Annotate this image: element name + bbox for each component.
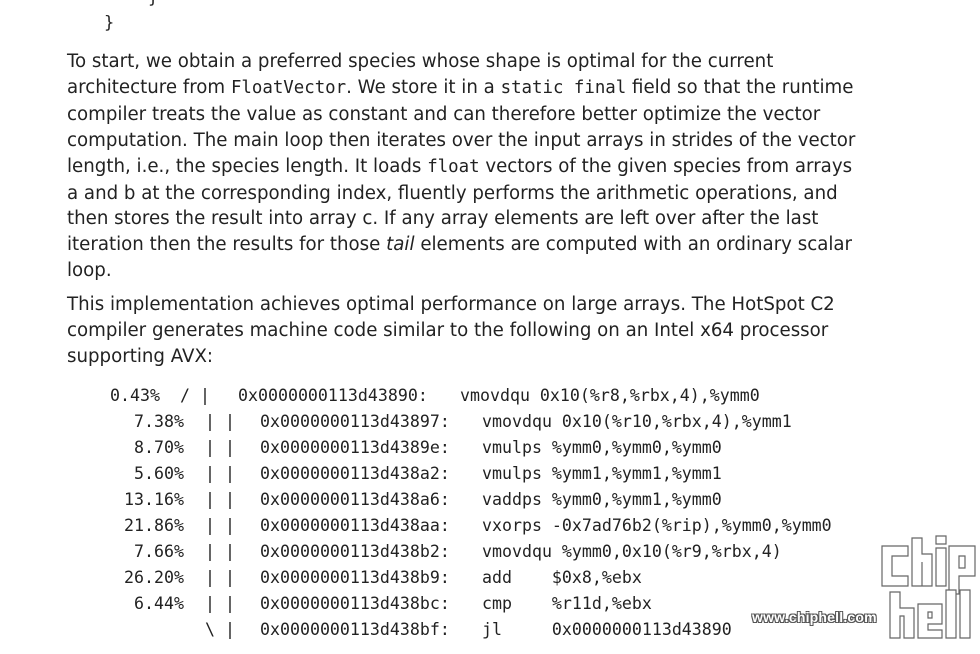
assembly-line: 26.20% | | 0x0000000113d438b9: add $0x8,%eb… <box>0 565 980 591</box>
instruction-address: 0x0000000113d438bc: <box>260 594 450 613</box>
instruction-address: 0x0000000113d43890: <box>238 386 428 405</box>
inline-code: static final <box>500 77 627 98</box>
paragraph-text: elements are computed with an ordinary s… <box>67 234 853 282</box>
loop-bracket: | | <box>205 464 235 483</box>
assembly-line: 8.70% | | 0x0000000113d4389e: vmulps %ymm0,… <box>0 435 980 461</box>
loop-bracket: | | <box>205 568 235 587</box>
hotspot-percentage: 0.43% <box>110 386 160 405</box>
instruction-text: vaddps %ymm0,%ymm1,%ymm0 <box>482 490 722 509</box>
instruction-address: 0x0000000113d438a6: <box>260 490 450 509</box>
assembly-line: 0.43% / | 0x0000000113d43890: vmovdqu 0x10(… <box>0 383 980 409</box>
instruction-text: vmulps %ymm1,%ymm1,%ymm1 <box>482 464 722 483</box>
loop-bracket: | | <box>205 490 235 509</box>
instruction-text: vmovdqu 0x10(%r8,%rbx,4),%ymm0 <box>460 386 760 405</box>
loop-bracket: / | <box>180 386 210 405</box>
assembly-line: 6.44% | | 0x0000000113d438bc: cmp %r11d,%eb… <box>0 591 980 617</box>
hotspot-percentage: 6.44% <box>134 594 184 613</box>
watermark-site-text: www.chiphell.com <box>752 609 877 625</box>
loop-bracket: | | <box>205 412 235 431</box>
hotspot-percentage: 7.66% <box>134 542 184 561</box>
paragraph-text: vectors of the given species from arrays… <box>67 155 853 256</box>
instruction-text: cmp %r11d,%ebx <box>482 594 652 613</box>
instruction-text: vmovdqu 0x10(%r10,%rbx,4),%ymm1 <box>482 412 792 431</box>
loop-bracket: | | <box>205 594 235 613</box>
closing-brace: } <box>104 13 115 33</box>
instruction-address: 0x0000000113d438a2: <box>260 464 450 483</box>
instruction-address: 0x0000000113d438b9: <box>260 568 450 587</box>
hotspot-percentage: 13.16% <box>124 490 184 509</box>
assembly-line: 21.86% | | 0x0000000113d438aa: vxorps -0x7a… <box>0 513 980 539</box>
loop-bracket: \ | <box>205 620 235 639</box>
instruction-address: 0x0000000113d4389e: <box>260 438 450 457</box>
instruction-address: 0x0000000113d43897: <box>260 412 450 431</box>
loop-bracket: | | <box>205 438 235 457</box>
paragraph-text: field so that the runtime compiler treat… <box>67 76 856 177</box>
instruction-text: jl 0x0000000113d43890 <box>482 620 732 639</box>
paragraph-text: . We store it in a <box>346 76 501 98</box>
loop-bracket: | | <box>205 516 235 535</box>
instruction-address: 0x0000000113d438b2: <box>260 542 450 561</box>
hotspot-percentage: 7.38% <box>134 412 184 431</box>
instruction-address: 0x0000000113d438bf: <box>260 620 450 639</box>
assembly-line: 5.60% | | 0x0000000113d438a2: vmulps %ymm1,… <box>0 461 980 487</box>
instruction-address: 0x0000000113d438aa: <box>260 516 450 535</box>
assembly-line: 7.38% | | 0x0000000113d43897: vmovdqu 0x10(… <box>0 409 980 435</box>
paragraph-species-explanation: To start, we obtain a preferred species … <box>67 49 867 284</box>
hotspot-percentage: 21.86% <box>124 516 184 535</box>
closing-brace: } <box>148 0 158 8</box>
inline-code: float <box>427 156 480 177</box>
assembly-line: \ | 0x0000000113d438bf: jl 0x0000000113d43… <box>0 617 980 643</box>
instruction-text: vmulps %ymm0,%ymm0,%ymm0 <box>482 438 722 457</box>
paragraph-text: To start, we obtain a preferred species … <box>67 51 774 98</box>
loop-bracket: | | <box>205 542 235 561</box>
paragraph-performance: This implementation achieves optimal per… <box>67 294 835 367</box>
instruction-text: vmovdqu %ymm0,0x10(%r9,%rbx,4) <box>482 542 782 561</box>
hotspot-percentage: 26.20% <box>124 568 184 587</box>
inline-code: FloatVector <box>230 77 347 98</box>
assembly-line: 13.16% | | 0x0000000113d438a6: vaddps %ymm0… <box>0 487 980 513</box>
code-snippet-tail: } } <box>0 0 980 40</box>
instruction-text: add $0x8,%ebx <box>482 568 642 587</box>
emphasis-text: tail <box>386 234 415 256</box>
instruction-text: vxorps -0x7ad76b2(%rip),%ymm0,%ymm0 <box>482 516 832 535</box>
hotspot-percentage: 5.60% <box>134 464 184 483</box>
hotspot-percentage: 8.70% <box>134 438 184 457</box>
assembly-line: 7.66% | | 0x0000000113d438b2: vmovdqu %ymm0… <box>0 539 980 565</box>
